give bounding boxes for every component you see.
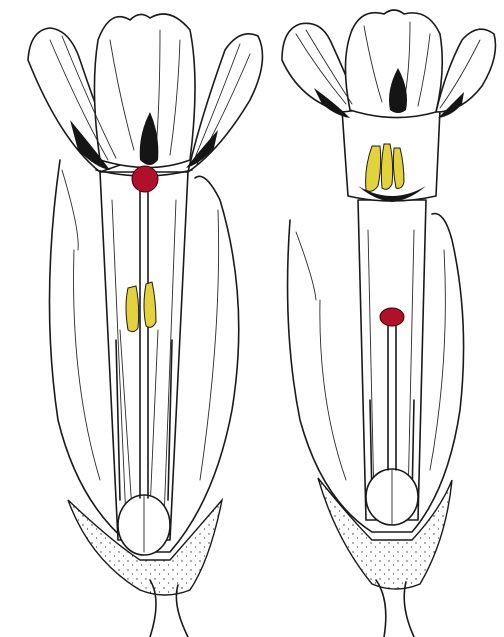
pin-stigma (132, 166, 158, 192)
thrum-anther-mid (381, 144, 392, 189)
pin-flower (28, 14, 263, 637)
thrum-anthers (366, 144, 404, 191)
pin-petal-right (188, 34, 263, 172)
thrum-flower (282, 10, 496, 637)
thrum-petal-right (436, 29, 496, 112)
thrum-stigma (380, 308, 404, 326)
pin-anther-left (126, 286, 139, 332)
